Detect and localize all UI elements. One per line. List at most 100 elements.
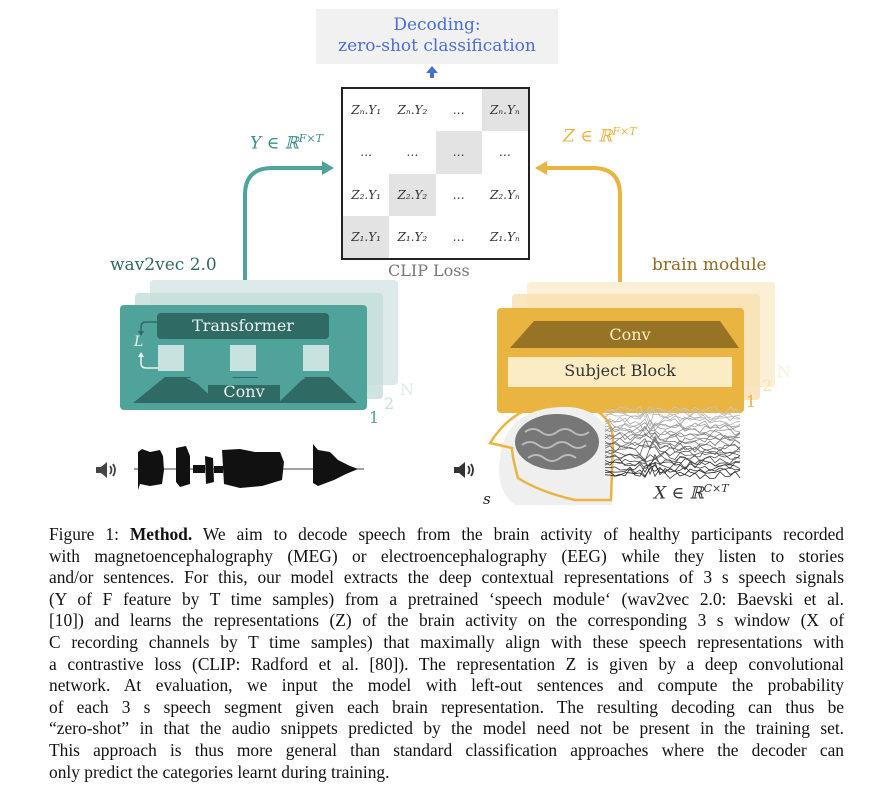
brain-module-title: brain module — [652, 255, 767, 275]
speech-stack-label-n: N — [400, 380, 414, 399]
caption-text: We aim to decode speech from the brain a… — [192, 524, 844, 544]
caption-line: and/or sentences. For this, our model ex… — [49, 567, 844, 588]
decoding-box: Decoding: zero-shot classification — [316, 9, 558, 64]
speech-module-title: wav2vec 2.0 — [110, 255, 217, 275]
subject-block — [508, 357, 732, 387]
caption-line: only predict the categories learnt durin… — [49, 761, 390, 782]
transformer-label: Transformer — [192, 316, 294, 335]
signal-trace — [604, 466, 741, 477]
signal-trace — [604, 431, 741, 446]
speech-output-label-sup: F×T — [298, 132, 323, 145]
speech-arrow-head-icon — [322, 161, 334, 175]
conv-trapezoid — [278, 377, 357, 403]
speaker-icon — [96, 462, 116, 478]
decoding-subtitle: zero-shot classification — [338, 36, 536, 56]
matrix-cell: Z₂.Y₁ — [351, 187, 381, 202]
caption-line: C recording channels by T time samples) … — [49, 632, 844, 652]
decoding-arrow-icon — [426, 66, 438, 78]
signal-trace — [604, 417, 741, 432]
caption-line: with magnetoencephalography (MEG) or ele… — [49, 545, 844, 566]
token-square — [158, 345, 184, 371]
matrix-cell: Zₙ.Y₂ — [397, 103, 428, 118]
decoding-title: Decoding: — [393, 15, 481, 35]
caption-line: network. At evaluation, we input the mod… — [49, 675, 844, 696]
matrix-cell: Z₁.Y₂ — [397, 229, 428, 244]
signal-trace — [604, 437, 741, 451]
caption-line: [10]) and learns the representations (Z)… — [49, 610, 844, 631]
matrix-cell: … — [452, 229, 465, 244]
matrix-cell: … — [452, 103, 465, 118]
matrix-cell: … — [498, 145, 511, 160]
token-square — [303, 345, 329, 371]
conv-trapezoid — [133, 377, 218, 403]
layer-loop-arrowhead-icon — [138, 352, 144, 357]
brain-signals — [604, 405, 741, 480]
sensor-helmet-outline — [488, 401, 615, 502]
layer-loop-arrow-bottom — [140, 356, 158, 369]
brain-stack-label-n: N — [777, 362, 791, 381]
matrix-cell: … — [435, 131, 482, 174]
brain-stack-label-1: 1 — [746, 392, 757, 411]
brain-arrow-head-icon — [535, 161, 547, 175]
speech-stack-label-2: 2 — [384, 394, 395, 413]
brain-output-arrow — [546, 166, 622, 312]
matrix-cell: … — [360, 145, 373, 160]
signal-trace — [604, 421, 741, 433]
matrix-cell: … — [452, 187, 465, 202]
matrix-cell: Zₙ.Yₙ — [481, 89, 528, 132]
matrix-cell: Z₁.Yₙ — [490, 229, 520, 244]
caption-line: a contrastive loss (CLIP: Radford et al.… — [49, 653, 844, 674]
signal-trace — [604, 405, 741, 419]
signal-trace — [604, 425, 741, 440]
clip-loss-label: CLIP Loss — [388, 261, 470, 280]
speech-output-arrow — [243, 166, 322, 312]
signal-trace — [604, 434, 741, 444]
layer-count-label: L — [134, 334, 144, 350]
speech-waveform — [134, 444, 364, 490]
signal-trace — [604, 426, 741, 441]
caption-line: “zero-shot” in that the audio snippets p… — [49, 718, 844, 739]
token-square — [230, 345, 256, 371]
caption-line: of each 3 s speech segment given each br… — [49, 696, 844, 717]
caption-title: Method. — [129, 524, 193, 544]
signal-trace — [604, 406, 741, 417]
speech-conv-label: Conv — [223, 382, 265, 401]
brain-input-label: X ∈ ℝC×T — [654, 482, 729, 504]
signal-trace — [604, 440, 741, 456]
speech-output-label: Y ∈ ℝF×T — [250, 132, 323, 154]
speech-output-label-main: Y ∈ ℝ — [250, 133, 299, 154]
brain-stack-label-2: 2 — [762, 376, 773, 395]
matrix-cell: Z₁.Y₁ — [343, 215, 390, 258]
brain-head-illustration — [488, 401, 615, 505]
conv-label-bg — [208, 385, 280, 403]
signal-trace — [604, 462, 741, 477]
signal-trace — [604, 420, 741, 435]
signal-trace — [604, 454, 741, 463]
signal-trace — [604, 430, 741, 439]
brain-output-label-main: Z ∈ ℝ — [563, 126, 613, 147]
layer-loop-arrowhead-icon — [138, 331, 144, 336]
subject-label: s — [483, 490, 491, 508]
caption-line: This approach is thus more general than … — [49, 740, 844, 760]
matrix-cell: Z₂.Y₂ — [389, 173, 436, 216]
caption-line: Figure 1: Method. We aim to decode speec… — [49, 524, 844, 546]
signal-trace — [604, 406, 741, 428]
caption-line: (Y of F feature by T time samples) from … — [49, 588, 844, 609]
matrix-cell: Zₙ.Y₁ — [351, 103, 381, 118]
signal-trace — [604, 459, 741, 476]
brain-input-label-sup: C×T — [703, 482, 729, 495]
signal-trace — [604, 453, 741, 467]
brain-output-label: Z ∈ ℝF×T — [563, 125, 637, 147]
signal-trace — [604, 464, 741, 480]
signal-trace — [604, 409, 741, 427]
speech-stack-label-1: 1 — [369, 408, 380, 427]
matrix-cell: Z₂.Yₙ — [490, 187, 520, 202]
brain-output-label-sup: F×T — [612, 125, 637, 138]
subject-block-label: Subject Block — [564, 361, 676, 380]
signal-trace — [604, 439, 741, 453]
brain-conv-label: Conv — [609, 325, 651, 344]
figure-number: Figure 1: — [49, 524, 130, 544]
matrix-cell: … — [406, 145, 419, 160]
brain-input-label-main: X ∈ ℝ — [654, 483, 704, 504]
